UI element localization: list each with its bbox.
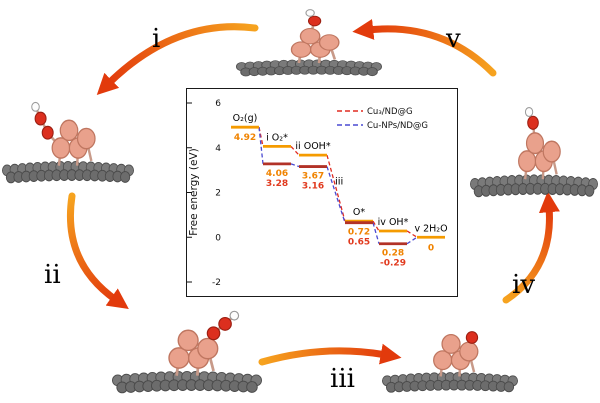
copper-atom bbox=[299, 27, 321, 45]
cycle-step-label-iii: iii bbox=[330, 364, 355, 394]
series-connector bbox=[372, 220, 380, 232]
y-tick-label: -2 bbox=[212, 278, 221, 288]
arrow-step-iv bbox=[502, 191, 560, 304]
molecule-o2-adsorbed-cluster bbox=[2, 101, 134, 184]
hydrogen-atom bbox=[305, 9, 315, 17]
series-connector bbox=[290, 163, 300, 168]
carbon-atom bbox=[366, 67, 378, 77]
energy-value: 3.16 bbox=[302, 182, 324, 192]
hydrogen-atom bbox=[229, 310, 240, 321]
series-connector bbox=[290, 145, 300, 156]
y-tick-label: 6 bbox=[215, 99, 221, 109]
arrow-step-iii bbox=[258, 343, 402, 366]
legend-label: Cu-NPs/ND@G bbox=[367, 121, 428, 131]
species-label: ii OOH* bbox=[295, 141, 330, 152]
legend-label: Cu₃/ND@G bbox=[367, 107, 413, 117]
oxygen-atom bbox=[206, 326, 221, 341]
copper-atom bbox=[59, 119, 79, 142]
cycle-step-label-iv: iv bbox=[512, 270, 536, 300]
y-axis-label: Free energy (eV) bbox=[188, 148, 200, 235]
energy-value: 4.92 bbox=[234, 133, 256, 143]
species-label: v 2H₂O bbox=[414, 223, 447, 234]
species-label: O₂(g) bbox=[233, 113, 258, 124]
carbon-atom bbox=[120, 171, 131, 183]
energy-value: 0.65 bbox=[348, 238, 370, 248]
series-connector bbox=[326, 154, 346, 222]
arrow-step-ii bbox=[66, 192, 129, 310]
carbon-atom bbox=[584, 184, 595, 197]
arrow-step-i bbox=[96, 23, 259, 96]
cycle-step-label-v: v bbox=[446, 24, 461, 54]
molecule-oh-adsorbed-cluster bbox=[470, 106, 598, 198]
copper-atom bbox=[542, 140, 561, 163]
series-connector bbox=[406, 230, 418, 238]
copper-atom bbox=[459, 341, 479, 362]
carbon-atom bbox=[246, 381, 258, 393]
series-connector bbox=[406, 236, 418, 245]
energy-value: 3.28 bbox=[266, 179, 288, 189]
copper-atom bbox=[525, 132, 545, 155]
series-connector bbox=[258, 127, 264, 164]
hydrogen-atom bbox=[31, 101, 40, 112]
molecule-cu-cluster-on-graphene bbox=[236, 9, 382, 77]
molecule-o-adsorbed-cluster bbox=[382, 331, 518, 393]
oxygen-atom bbox=[34, 111, 47, 126]
energy-value: 4.06 bbox=[266, 169, 288, 179]
copper-atom bbox=[177, 329, 199, 352]
energy-value: 0 bbox=[428, 243, 434, 253]
molecule-ooh-adsorbed-cluster bbox=[112, 310, 262, 394]
energy-value: 3.67 bbox=[302, 172, 324, 182]
series-connector bbox=[372, 222, 380, 244]
series-connector bbox=[326, 166, 346, 223]
energy-value: 0.28 bbox=[382, 249, 404, 259]
copper-atom bbox=[441, 334, 461, 354]
oxygen-atom bbox=[465, 331, 479, 344]
oxygen-atom bbox=[218, 316, 232, 331]
species-label: O* bbox=[353, 207, 365, 218]
step-annotation: iii bbox=[335, 177, 343, 188]
energy-value: 0.72 bbox=[348, 228, 370, 238]
copper-atom bbox=[197, 337, 219, 360]
y-tick-label: 4 bbox=[215, 144, 221, 154]
species-label: i O₂* bbox=[266, 132, 288, 143]
free-energy-chart-canvas: 6 4 2 0 -2 Free energy (eV) O₂(g) 4.92 i O₂* 4.06… bbox=[187, 99, 448, 288]
arrow-step-v bbox=[352, 18, 497, 77]
cycle-step-label-ii: ii bbox=[44, 260, 61, 290]
oxygen-atom bbox=[527, 115, 539, 130]
y-tick-label: 0 bbox=[215, 233, 221, 243]
species-label: iv OH* bbox=[378, 217, 409, 228]
copper-atom bbox=[318, 34, 340, 51]
free-energy-diagram: 6 4 2 0 -2 Free energy (eV) O₂(g) 4.92 i O₂* 4.06… bbox=[186, 88, 458, 297]
hydrogen-atom bbox=[524, 106, 534, 118]
energy-value: -0.29 bbox=[380, 259, 406, 269]
cycle-step-label-i: i bbox=[152, 24, 161, 54]
copper-atom bbox=[76, 127, 96, 150]
carbon-atom bbox=[503, 381, 515, 393]
y-tick-label: 2 bbox=[215, 189, 221, 199]
oxygen-atom bbox=[41, 125, 54, 140]
oxygen-atom bbox=[307, 15, 322, 27]
